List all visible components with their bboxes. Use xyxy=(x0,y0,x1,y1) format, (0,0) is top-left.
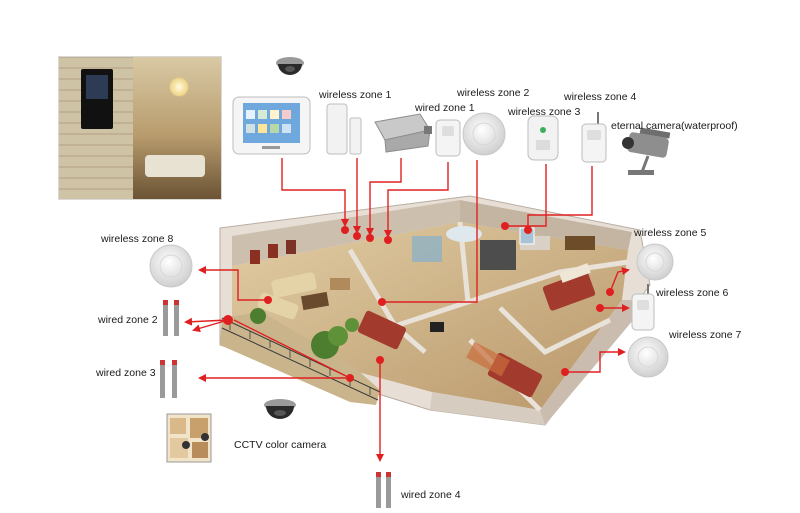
dome-camera-icon xyxy=(264,399,296,419)
label-wired-zone-2: wired zone 2 xyxy=(98,314,158,326)
connector-lines xyxy=(184,158,630,462)
label-wireless-zone-8: wireless zone 8 xyxy=(101,233,174,245)
infrared-beam-detector-icon xyxy=(163,300,179,336)
label-wireless-zone-5: wireless zone 5 xyxy=(634,227,707,239)
label-wireless-zone-3: wireless zone 3 xyxy=(508,106,581,118)
door-contact-sensor-icon xyxy=(326,103,362,155)
label-eternal-camera: eternal camera(waterproof) xyxy=(611,120,738,132)
gas-detector-icon xyxy=(527,115,559,161)
infrared-beam-detector-icon xyxy=(376,472,391,508)
label-wireless-zone-1: wireless zone 1 xyxy=(319,89,392,101)
dome-camera-icon xyxy=(276,57,304,75)
outdoor-camera-icon xyxy=(622,127,671,175)
smoke-detector-icon xyxy=(462,112,506,156)
smoke-detector-icon xyxy=(636,243,674,281)
label-cctv-camera: CCTV color camera xyxy=(234,439,327,451)
electric-lock-icon xyxy=(374,113,432,153)
smoke-detector-icon xyxy=(149,244,193,288)
floorplan-thumbnail xyxy=(166,413,212,463)
control-panel-icon xyxy=(232,96,311,155)
house-floorplan-3d xyxy=(219,195,651,426)
connection-points xyxy=(223,222,614,382)
label-wired-zone-4: wired zone 4 xyxy=(401,489,461,501)
label-wireless-zone-6: wireless zone 6 xyxy=(656,287,729,299)
label-wireless-zone-4: wireless zone 4 xyxy=(564,91,637,103)
pir-sensor-icon xyxy=(631,284,655,331)
pir-sensor-icon xyxy=(581,112,607,163)
interior-photo xyxy=(58,56,222,200)
label-wireless-zone-2: wireless zone 2 xyxy=(457,87,530,99)
pir-sensor-icon xyxy=(435,119,461,157)
infrared-beam-detector-icon xyxy=(160,360,177,398)
label-wired-zone-1: wired zone 1 xyxy=(415,102,475,114)
label-wireless-zone-7: wireless zone 7 xyxy=(669,329,742,341)
label-wired-zone-3: wired zone 3 xyxy=(96,367,156,379)
smoke-detector-icon xyxy=(627,336,669,378)
